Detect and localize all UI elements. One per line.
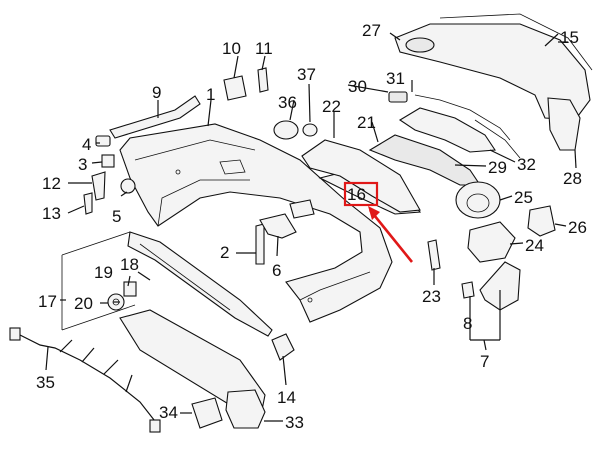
callout-17: 17	[38, 292, 57, 311]
callout-23: 23	[422, 287, 441, 306]
callout-16: 16	[347, 185, 366, 204]
lower-absorber	[119, 309, 295, 429]
callout-19: 19	[94, 263, 113, 282]
callout-30: 30	[348, 77, 367, 96]
highlight-16	[343, 181, 414, 263]
callout-4: 4	[82, 135, 91, 154]
callout-27: 27	[362, 21, 381, 40]
callout-3: 3	[78, 155, 87, 174]
callout-dashes	[60, 41, 568, 303]
center-brackets	[255, 199, 315, 265]
left-small-parts	[83, 135, 136, 215]
callout-24: 24	[525, 236, 544, 255]
callout-21: 21	[357, 113, 376, 132]
callout-31: 31	[386, 69, 405, 88]
callout-35: 35	[36, 373, 55, 392]
callout-6: 6	[272, 261, 281, 280]
callout-34: 34	[159, 403, 178, 422]
callout-14: 14	[277, 388, 296, 407]
callout-12: 12	[42, 174, 61, 193]
callout-2: 2	[220, 243, 229, 262]
callout-37: 37	[297, 65, 316, 84]
highlight-box	[343, 181, 379, 207]
highlight-arrow	[368, 209, 414, 263]
wiring-harness	[9, 327, 161, 433]
callout-22: 22	[322, 97, 341, 116]
callout-29: 29	[488, 158, 507, 177]
callout-8: 8	[463, 314, 472, 333]
callout-11: 11	[255, 39, 273, 58]
callout-33: 33	[285, 413, 304, 432]
top-left-small-parts	[109, 67, 318, 140]
rear-diffuser	[394, 13, 593, 151]
callout-36: 36	[278, 93, 297, 112]
bumper-cover-part	[119, 123, 393, 323]
leader-lines	[45, 32, 577, 422]
callout-32: 32	[517, 155, 536, 174]
callout-20: 20	[74, 294, 93, 313]
crossmember-assembly	[61, 231, 273, 337]
callout-7: 7	[480, 352, 489, 371]
callout-10: 10	[222, 39, 241, 58]
callout-26: 26	[568, 218, 587, 237]
callout-15: 15	[560, 28, 579, 47]
highlight-arrowhead	[368, 206, 380, 220]
callout-25: 25	[514, 188, 533, 207]
callout-18: 18	[120, 255, 139, 274]
callout-28: 28	[563, 169, 582, 188]
right-side-parts	[427, 181, 556, 311]
callout-9: 9	[152, 83, 161, 102]
callout-numbers: 1 2 3 4 5 6 7 8 9 10 11 12 13 14 15 16 1…	[36, 21, 587, 432]
callout-5: 5	[112, 207, 121, 226]
callout-1: 1	[206, 85, 215, 104]
callout-13: 13	[42, 204, 61, 223]
